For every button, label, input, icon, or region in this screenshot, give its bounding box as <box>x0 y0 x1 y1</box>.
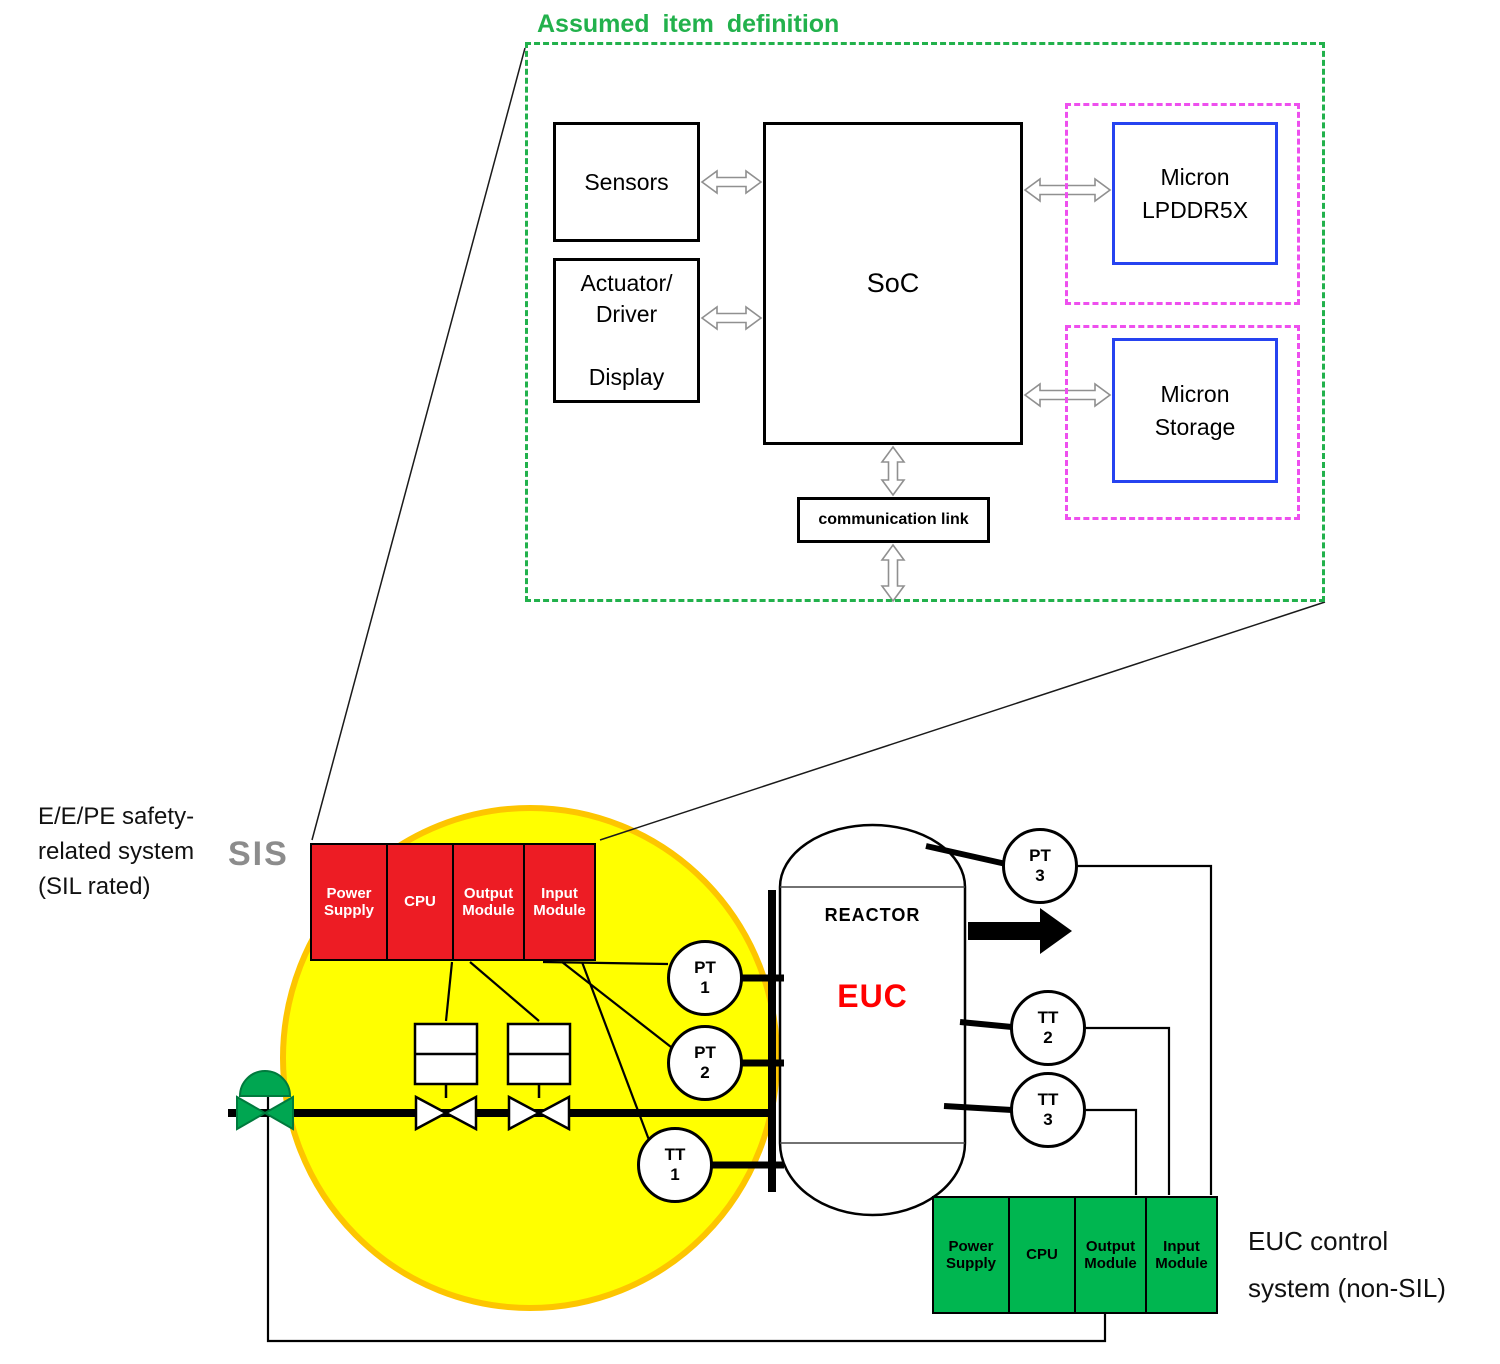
green-control-valve <box>236 1070 294 1131</box>
sis-module-block: Power Supply CPU Output Module Input Mod… <box>310 843 600 961</box>
micron-lpddr5x-box: Micron LPDDR5X <box>1112 122 1278 265</box>
transmitter-pt2: PT 2 <box>667 1025 743 1101</box>
transmitter-tt1: TT 1 <box>637 1127 713 1203</box>
flow-arrow <box>968 908 1072 954</box>
sis-module-cpu: CPU <box>386 843 454 961</box>
euc-module-input: Input Module <box>1145 1196 1218 1314</box>
reactor-vessel <box>778 823 967 1217</box>
transmitter-tt3: TT 3 <box>1010 1072 1086 1148</box>
euc-module-power-supply: Power Supply <box>932 1196 1010 1314</box>
actuator-driver-display-box: Actuator/ Driver Display <box>553 258 700 403</box>
micron-storage-box: Micron Storage <box>1112 338 1278 483</box>
arrow-sensors-soc <box>700 169 763 195</box>
safety-system-label: E/E/PE safety- related system (SIL rated… <box>38 803 195 900</box>
reactor-label: REACTOR <box>824 905 921 925</box>
arrow-soc-commlink <box>880 445 906 497</box>
sis-module-power-supply: Power Supply <box>310 843 388 961</box>
transmitter-taps <box>710 843 1013 1169</box>
euc-label: EUC <box>837 978 908 1014</box>
lpddr5x-dashed-region <box>1065 103 1300 305</box>
zoom-line-left <box>311 47 526 841</box>
sis-module-input: Input Module <box>523 843 596 961</box>
communication-link-box: communication link <box>797 497 990 543</box>
assumed-item-region <box>525 42 1325 602</box>
sensors-box: Sensors <box>553 122 700 242</box>
assumed-item-title: Assumed item definition <box>537 10 840 38</box>
transmitter-pt3: PT 3 <box>1002 828 1078 904</box>
transmitter-tt2: TT 2 <box>1010 990 1086 1066</box>
sis-label: SIS <box>228 835 289 873</box>
transmitter-pt1: PT 1 <box>667 940 743 1016</box>
euc-signal-lines <box>1078 864 1213 1195</box>
storage-dashed-region <box>1065 325 1300 520</box>
valve-2 <box>506 1022 572 1132</box>
sis-module-output: Output Module <box>452 843 525 961</box>
control-loop-line <box>266 1074 1107 1343</box>
arrow-actuator-soc <box>700 305 763 331</box>
euc-control-label: EUC control system (non-SIL) <box>1248 1226 1446 1303</box>
euc-module-output: Output Module <box>1074 1196 1147 1314</box>
zoom-line-right <box>599 601 1326 841</box>
euc-module-cpu: CPU <box>1008 1196 1076 1314</box>
valve-1 <box>413 1022 479 1132</box>
soc-box: SoC <box>763 122 1023 445</box>
euc-module-block: Power Supply CPU Output Module Input Mod… <box>932 1196 1222 1314</box>
